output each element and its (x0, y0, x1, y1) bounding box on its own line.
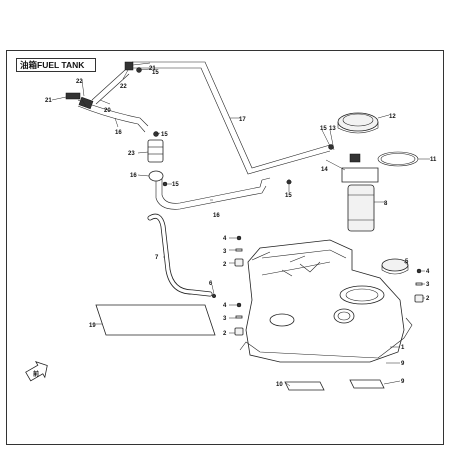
bolt-4-lower (236, 302, 242, 308)
callout-19: 19 (89, 323, 96, 329)
tank-outlet (333, 308, 355, 324)
washer-3-lower (235, 315, 243, 319)
connector-21-left (65, 92, 81, 100)
callout-21-top: 21 (149, 66, 156, 72)
callout-17: 17 (239, 117, 246, 123)
pump-flange-14 (341, 167, 379, 183)
fuel-tank-1 (245, 239, 405, 363)
callout-12: 12 (389, 114, 396, 120)
callout-16-valve: 16 (130, 173, 137, 179)
callout-3-lower: 3 (223, 316, 227, 322)
callout-15-hose: 15 (285, 193, 292, 199)
callout-9-lower: 9 (401, 379, 405, 385)
fuel-filter-23 (147, 139, 164, 163)
callout-4-lower: 4 (223, 303, 227, 309)
front-arrow-icon (25, 360, 48, 382)
fuel-hose-16-lower (161, 178, 263, 204)
front-arrow-label: 前 (33, 370, 39, 378)
callout-16-lower: 16 (213, 213, 220, 219)
fastener-set-lower (234, 302, 244, 336)
vent-hose-17 (132, 61, 331, 169)
callout-4-upper: 4 (223, 236, 227, 242)
callout-15-top: 15 (152, 70, 159, 76)
fuel-pump-8 (347, 184, 375, 232)
callout-2-upper: 2 (223, 262, 227, 268)
callout-7: 7 (155, 255, 159, 261)
washer-3-right (415, 282, 423, 286)
callout-15-valve: 15 (172, 182, 179, 188)
grommet-2-upper (234, 258, 244, 267)
fastener-set-upper (234, 235, 244, 267)
tee-connector-20 (91, 69, 126, 101)
callout-13: 13 (329, 126, 336, 132)
drain-hose-7 (147, 213, 213, 297)
callout-1: 1 (401, 345, 405, 351)
callout-5: 5 (405, 259, 409, 265)
protective-pad-19 (95, 304, 216, 336)
callout-2-right: 2 (426, 296, 430, 302)
valve-16 (148, 170, 164, 182)
callout-14: 14 (321, 167, 328, 173)
callout-16-upper: 16 (115, 130, 122, 136)
fastener-set-right (414, 268, 424, 303)
pad-9-lower (349, 379, 385, 389)
callout-6: 6 (209, 281, 213, 287)
seal-ring-11 (377, 151, 419, 167)
callout-15-filter: 15 (161, 132, 168, 138)
callout-11: 11 (430, 157, 437, 163)
callout-3-upper: 3 (223, 249, 227, 255)
pad-10 (284, 381, 325, 391)
connector-21-top (124, 61, 134, 71)
clamp-15-hose (286, 179, 292, 185)
connector-22-left (78, 96, 94, 110)
callout-2-lower: 2 (223, 331, 227, 337)
pump-connector-13 (349, 153, 361, 163)
grommet-2-right (414, 294, 424, 303)
diagram-frame (6, 50, 444, 445)
bolt-4-upper (236, 235, 242, 241)
callout-4-right: 4 (426, 269, 430, 275)
clamp-15-pump (328, 144, 334, 150)
bolt-4-right (416, 268, 422, 274)
callout-21-left: 21 (45, 98, 52, 104)
washer-3-upper (235, 248, 243, 252)
callout-22-left: 22 (76, 79, 83, 85)
clamp-6 (211, 293, 217, 299)
callout-numbers: 21 15 22 22 21 20 16 15 23 16 15 17 16 1… (45, 66, 437, 388)
callout-23: 23 (128, 151, 135, 157)
leader-lines (51, 62, 430, 387)
callout-3-right: 3 (426, 282, 430, 288)
callout-22-top: 22 (120, 84, 127, 90)
tank-mount-boss (269, 313, 295, 327)
callout-10: 10 (276, 382, 283, 388)
diagram-title: 油箱FUEL TANK (16, 58, 96, 72)
callout-9-upper: 9 (401, 361, 405, 367)
tank-base-flange (239, 317, 413, 359)
callout-15-pump: 15 (320, 126, 327, 132)
grommet-2-lower (234, 327, 244, 336)
callout-8: 8 (384, 201, 388, 207)
callout-20: 20 (104, 108, 111, 114)
